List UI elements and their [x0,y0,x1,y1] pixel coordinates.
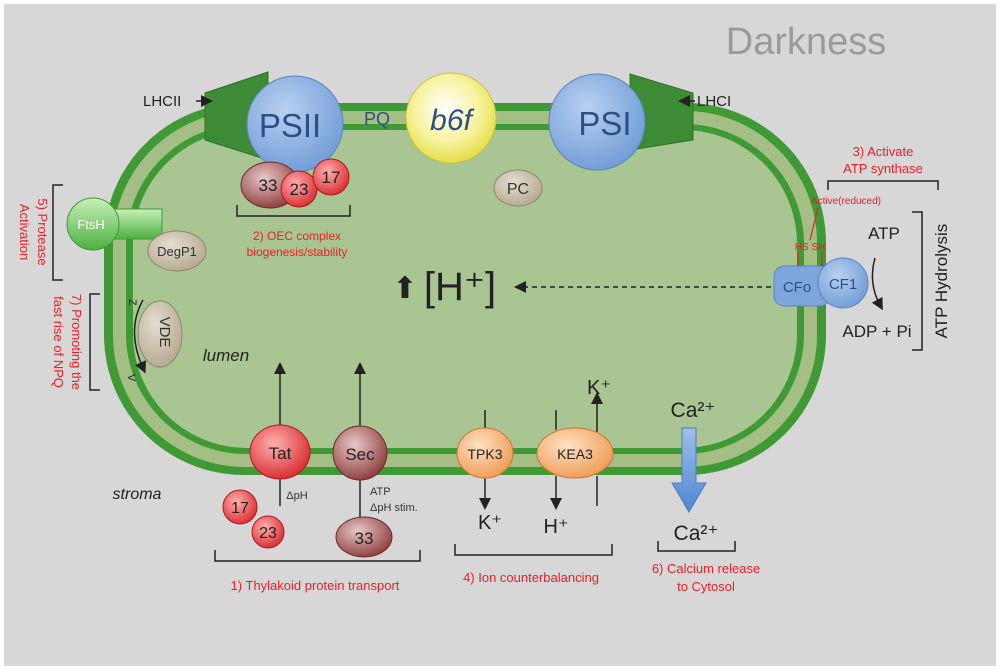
cf1-subunit [817,257,869,309]
calcium-label-line2: to Cytosol [677,579,735,594]
tat-cargo-23 [251,515,285,549]
calcium-release-arrow [671,427,707,513]
atp-synthase-label-line2: ATP synthase [843,161,923,176]
vde-label: VDE [156,317,173,348]
lumen-label: lumen [203,346,249,365]
oec-label-line2: biogenesis/stability [247,245,348,259]
psii-label: PSII [259,107,321,144]
calcium-label-line1: 6) Calcium release [652,561,760,576]
kea3-h-ion-label: H⁺ [544,516,569,538]
lhci-label: LHCI [697,93,731,110]
oec-23-label: 23 [290,180,309,199]
protease-label-line2: Activation [17,204,32,260]
protease-label-line1: 5) Protease [35,198,50,265]
violaxanthin-label: V [125,374,137,382]
psi-label: PSI [578,105,631,142]
psi-complex [548,73,646,171]
atp-hydrolysis-bracket [912,211,923,351]
kea3-k-ion-label: K⁺ [587,377,611,399]
ftsh-membrane-domain [109,208,163,240]
sec-cargo-33 [335,516,393,558]
oec-label-line1: 2) OEC complex [253,229,341,243]
atp-synthase-label-line1: 3) Activate [853,144,914,159]
proton-concentration-label: [H⁺] [424,265,496,309]
npq-bracket [89,293,100,391]
ftsh-protease [66,197,120,251]
tpk3-channel [456,427,514,479]
vde-enzyme [137,300,183,368]
protease-bracket [52,184,63,281]
oec-17-label: 17 [322,168,341,187]
sec-label: Sec [345,445,375,464]
degp1-protease [147,230,207,272]
oec-33-label: 33 [259,176,278,195]
sec-dph-stim-label: ΔpH stim. [370,502,418,514]
atp-synthase-bracket [827,180,939,190]
b6f-label: b6f [430,104,474,137]
tat-cargo-17-label: 17 [231,500,249,517]
pc-label: PC [507,181,529,198]
ion-counterbalancing-bracket [454,544,613,556]
npq-label-line1: 7) Promoting the [69,294,84,390]
ftsh-label: FtsH [77,217,104,232]
tat-translocase [249,424,311,480]
violaxanthin-cycle-arrow [133,299,147,374]
degp1-label: DegP1 [157,244,197,259]
tat-cargo-17 [222,489,258,525]
kea3-antiporter [536,427,614,479]
tat-dph-label: ΔpH [286,490,307,502]
sec-translocase [332,425,388,481]
sec-atp-label: ATP [370,486,391,498]
diagram-title: Darkness [726,21,887,63]
ion-counterbalancing-label: 4) Ion counterbalancing [463,570,599,585]
proton-up-arrow: ⬆ [392,272,417,305]
hydrolysis-curved-arrow [871,257,883,311]
atp-hydrolysis-label: ATP Hydrolysis [932,224,951,339]
tat-cargo-23-label: 23 [259,525,277,542]
pc-protein [493,169,543,207]
cf1-label: CF1 [829,276,857,293]
cfo-label: CFo [783,279,811,296]
calcium-lumen-label: Ca²⁺ [671,399,716,422]
protein-transport-bracket [214,550,421,562]
npq-label-line2: fast rise of NPQ [51,296,66,388]
tat-label: Tat [269,444,292,463]
active-reduced-label: Active(reduced) [811,196,881,207]
stroma-label: stroma [113,486,162,503]
calcium-bracket [657,541,736,552]
protein-transport-label: 1) Thylakoid protein transport [231,578,400,593]
lhcii-label: LHCII [143,93,181,110]
adp-pi-label: ADP + Pi [842,322,911,341]
tpk3-k-ion-label: K⁺ [478,512,502,534]
tpk3-label: TPK3 [467,446,502,462]
hs-sh-label: HS SH [795,242,826,253]
oec-17-subunit [312,158,350,196]
active-reduced-pointer [809,207,819,241]
pq-label: PQ [364,109,390,129]
calcium-stroma-label: Ca²⁺ [674,522,719,545]
zeaxanthin-label: Z [126,299,138,306]
b6f-complex [405,72,497,164]
oec-bracket [236,205,351,217]
lumen-area [133,130,797,448]
kea3-label: KEA3 [557,446,593,462]
atp-label: ATP [868,224,900,243]
sec-cargo-33-label: 33 [355,529,374,548]
